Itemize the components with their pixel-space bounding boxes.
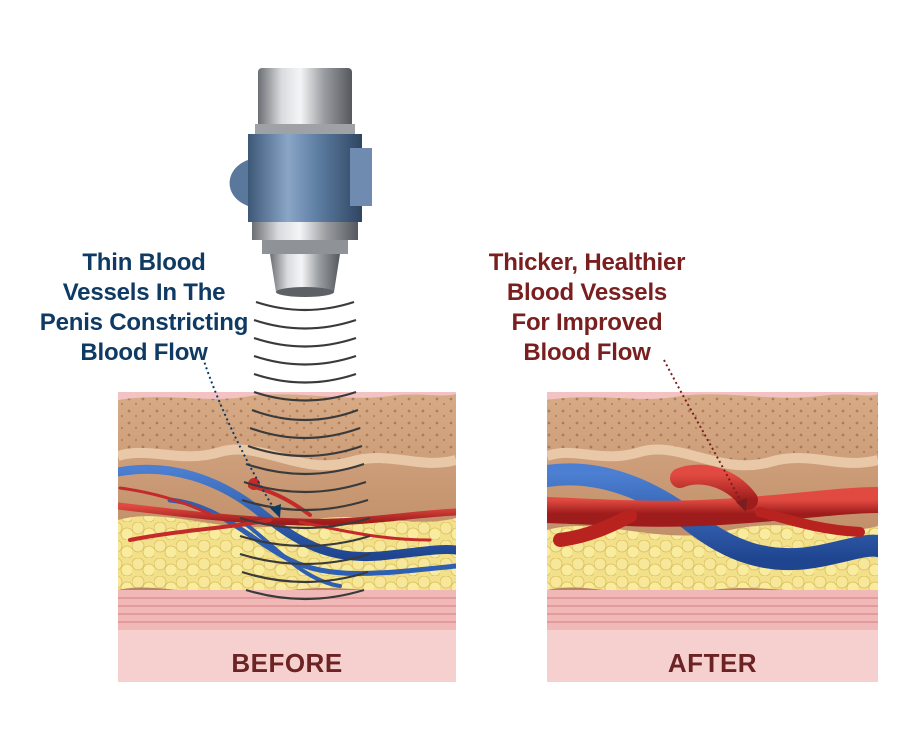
before-annotation-line: Vessels In The xyxy=(62,279,226,306)
after-annotation-line: For Improved xyxy=(511,309,663,336)
thin-blood-vessels xyxy=(118,464,456,588)
before-annotation-line: Penis Constricting xyxy=(39,309,249,336)
shockwave-applicator xyxy=(229,68,372,297)
shockwave-arcs xyxy=(239,408,371,601)
thick-blood-vessels xyxy=(547,463,878,571)
before-caption: BEFORE xyxy=(231,648,343,678)
before-annotation: Thin Blood Vessels In The Penis Constric… xyxy=(20,248,268,368)
before-annotation-line: Blood Flow xyxy=(80,339,208,366)
before-annotation-line: Thin Blood xyxy=(82,249,206,276)
before-annotation-pointer xyxy=(202,357,281,518)
after-annotation-line: Blood Vessels xyxy=(506,279,668,306)
after-annotation-line: Blood Flow xyxy=(523,339,651,366)
after-annotation-line: Thicker, Healthier xyxy=(488,249,686,276)
shockwave-arcs-air xyxy=(253,300,357,402)
after-annotation: Thicker, Healthier Blood Vessels For Imp… xyxy=(452,248,722,368)
after-caption: AFTER xyxy=(667,648,758,678)
after-annotation-pointer xyxy=(663,359,747,512)
